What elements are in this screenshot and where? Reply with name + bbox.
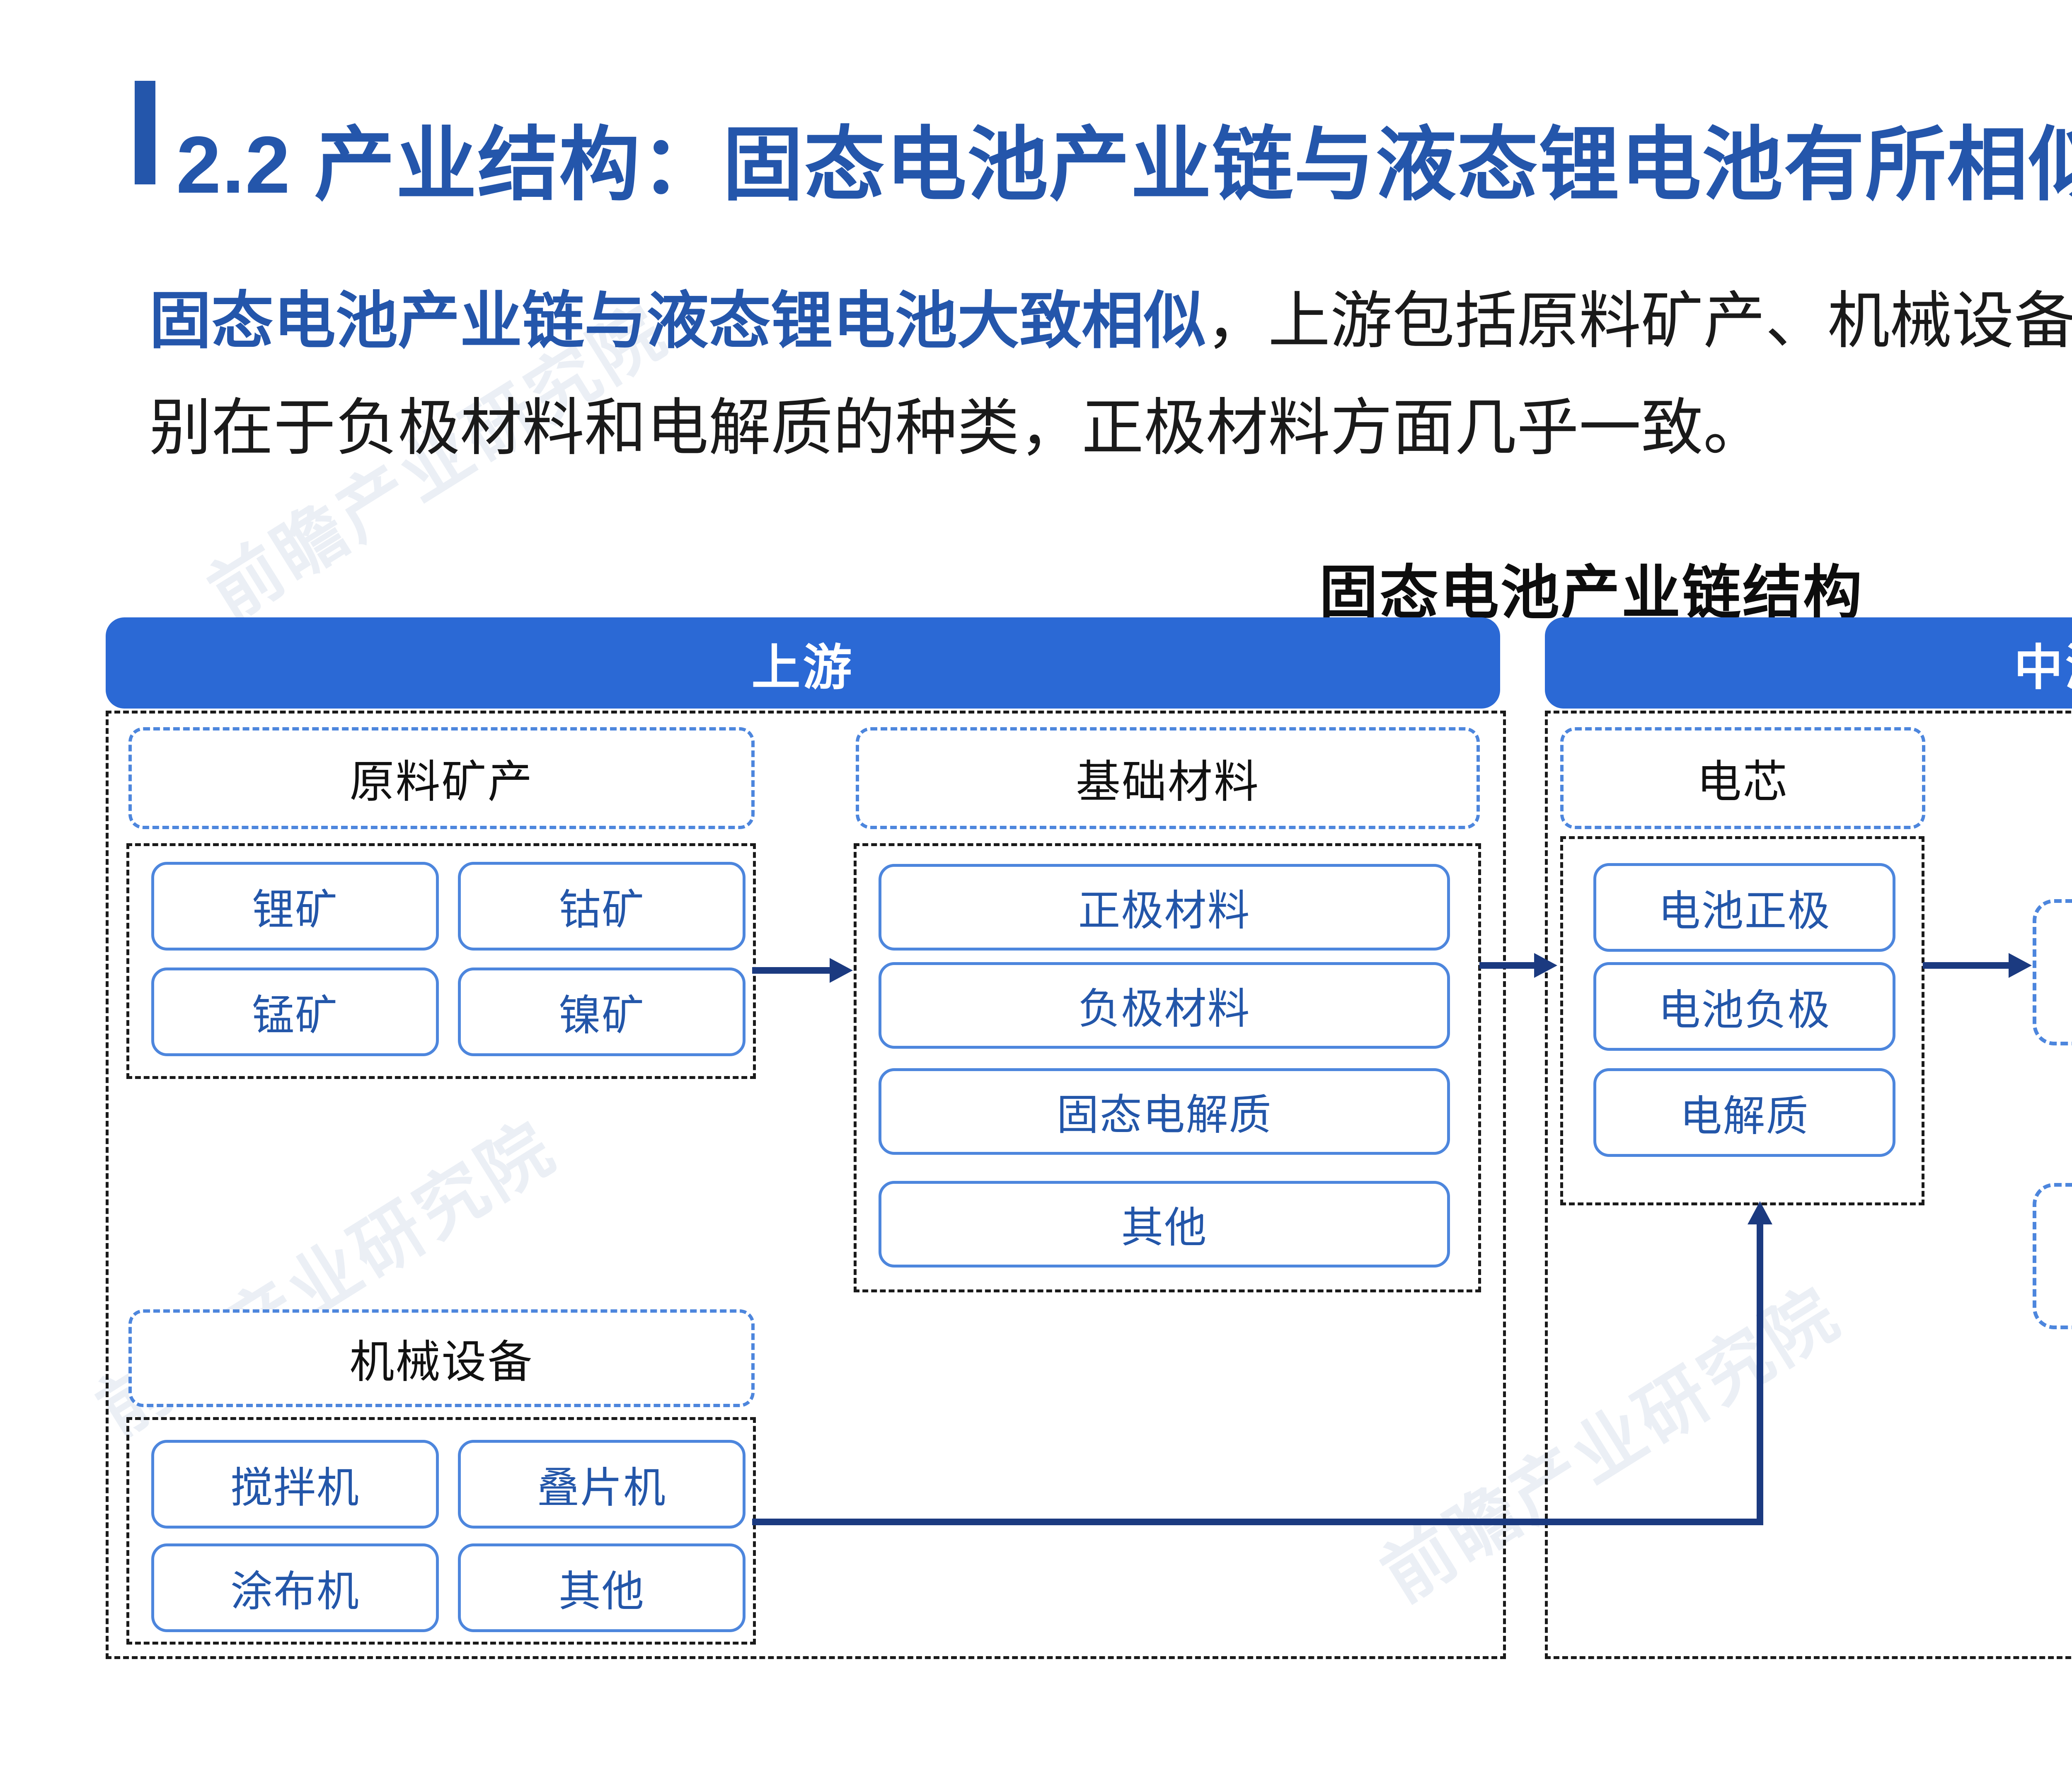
machinery-label: 机械设备 <box>128 1309 755 1407</box>
material-item-electrolyte: 固态电解质 <box>879 1068 1450 1155</box>
cell-label: 电芯 <box>1560 727 1925 829</box>
raw-minerals-label: 原料矿产 <box>128 727 755 829</box>
title-accent-bar <box>135 81 155 184</box>
connector-materials-to-cell <box>1479 962 1535 969</box>
arrowhead-machinery-to-cell <box>1748 1201 1772 1224</box>
column-header-upstream: 上游 <box>106 617 1500 709</box>
machine-item-coater: 涂布机 <box>151 1543 439 1632</box>
bms-box: 电池管理系统BMS <box>2033 1183 2072 1329</box>
raw-minerals-group-box <box>126 843 756 1079</box>
machine-item-other: 其他 <box>458 1543 746 1632</box>
material-item-cathode: 正极材料 <box>879 864 1450 951</box>
ore-item-lithium: 锂矿 <box>151 862 439 951</box>
intro-highlight: 固态电池产业链与液态锂电池大致相似 <box>149 286 1206 356</box>
cell-part-electrolyte: 电解质 <box>1593 1068 1895 1157</box>
machine-item-mixer: 搅拌机 <box>151 1440 439 1529</box>
page-title: 2.2 产业结构：固态电池产业链与液态锂电池有所相似 <box>176 120 2072 210</box>
column-header-midstream: 中游 <box>1545 617 2072 709</box>
midstream-column-box <box>1545 711 2072 1659</box>
cell-group-box <box>1560 836 1924 1205</box>
arrowhead-cell-to-pack <box>2009 953 2032 978</box>
arrowhead-materials-to-cell <box>1534 953 1557 978</box>
material-item-anode: 负极材料 <box>879 962 1450 1049</box>
upstream-column-box <box>106 711 1506 1659</box>
connector-machinery-to-cell-v <box>1757 1224 1763 1525</box>
connector-cell-to-pack <box>1923 962 2010 969</box>
ore-item-nickel: 镍矿 <box>458 968 746 1056</box>
diagram-title: 固态电池产业链结构 <box>1319 560 1864 626</box>
material-item-other: 其他 <box>879 1181 1450 1268</box>
arrowhead-ores-to-materials <box>830 958 853 983</box>
intro-paragraph: 固态电池产业链与液态锂电池大致相似，上游包括原料矿产、机械设备以及基础材料，两者… <box>149 267 2072 481</box>
intro-line1-rest: ，上游包括原料矿产、机械设备以及基础材料，两者主要的区 <box>1206 286 2072 356</box>
machine-item-stacker: 叠片机 <box>458 1440 746 1529</box>
ore-item-cobalt: 钴矿 <box>458 862 746 951</box>
intro-line-2: 别在于负极材料和电解质的种类，正极材料方面几乎一致。 <box>149 393 1766 462</box>
pack-module-box: 电池模组及PACK <box>2033 899 2072 1045</box>
cell-part-cathode: 电池正极 <box>1593 863 1895 952</box>
intro-line-1: 固态电池产业链与液态锂电池大致相似，上游包括原料矿产、机械设备以及基础材料，两者… <box>149 267 2072 374</box>
machinery-group-box <box>126 1417 756 1645</box>
connector-ores-to-materials <box>752 967 831 974</box>
ore-item-manganese: 锰矿 <box>151 968 439 1056</box>
cell-part-anode: 电池负极 <box>1593 962 1895 1051</box>
base-materials-label: 基础材料 <box>856 727 1480 829</box>
connector-machinery-to-cell-h <box>752 1519 1763 1525</box>
base-materials-group-box <box>854 843 1481 1292</box>
